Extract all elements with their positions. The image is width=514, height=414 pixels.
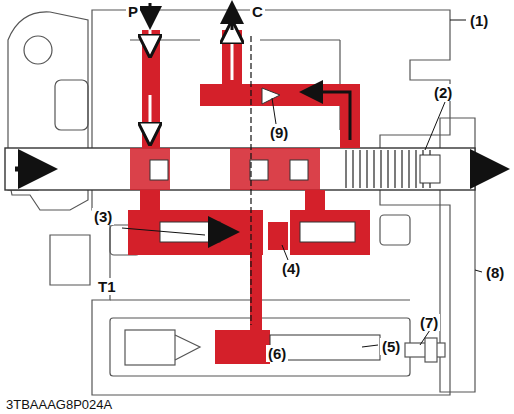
callout-number: (2) bbox=[432, 84, 454, 101]
callout-number: (1) bbox=[468, 12, 490, 29]
port-label: C bbox=[250, 3, 265, 20]
port-label: T1 bbox=[96, 278, 118, 295]
callout-number: (4) bbox=[280, 260, 302, 277]
figure-code: 3TBAAAG8P024A bbox=[4, 397, 114, 412]
callout-number: (9) bbox=[268, 124, 290, 141]
callout-number: (5) bbox=[380, 338, 402, 355]
callout-number: (6) bbox=[266, 345, 288, 362]
callout-number: (3) bbox=[92, 208, 114, 225]
port-label: P bbox=[126, 3, 140, 20]
callout-number: (8) bbox=[484, 264, 506, 281]
callout-number: (7) bbox=[418, 314, 440, 331]
